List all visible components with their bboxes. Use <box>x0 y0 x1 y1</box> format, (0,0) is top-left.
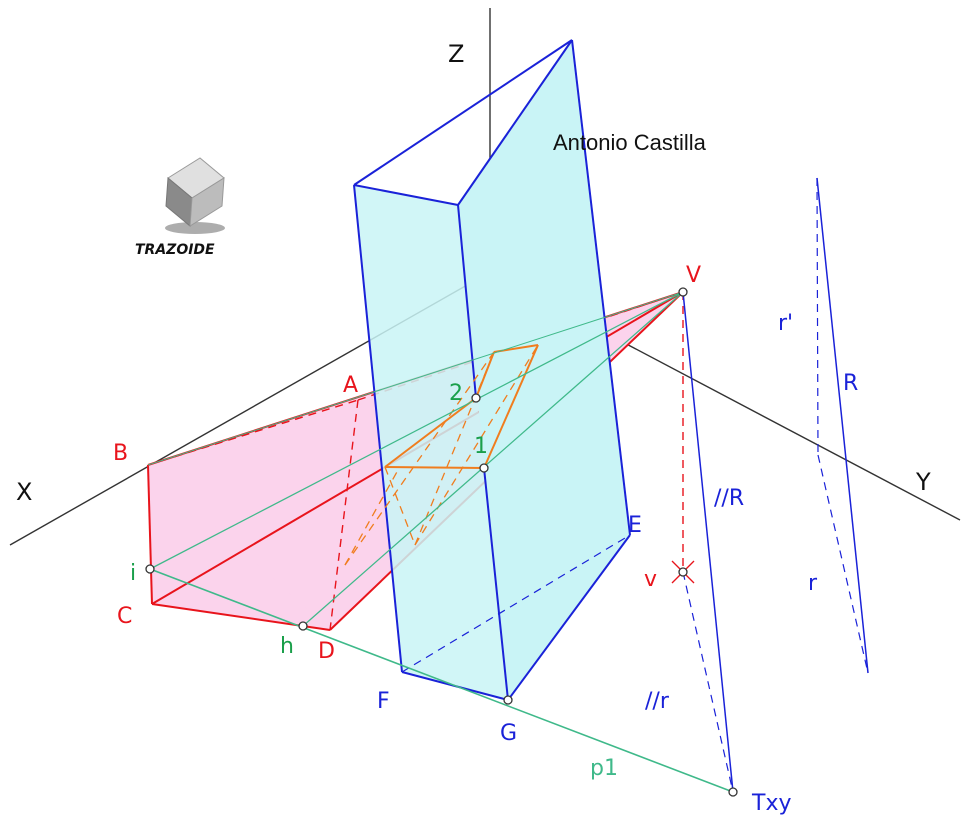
point-i <box>145 564 155 574</box>
label-c: C <box>117 604 132 629</box>
parallel-r <box>682 571 734 793</box>
logo-shadow <box>165 222 225 234</box>
label-par-r: //r <box>645 689 670 714</box>
section-hidden-4 <box>344 351 495 566</box>
section-polygon <box>344 344 539 566</box>
trazoide-logo: TRAZOIDE <box>135 157 225 258</box>
plane-top-edge-left <box>353 39 573 186</box>
label-i: i <box>130 561 136 586</box>
point-txy <box>728 787 738 797</box>
projection-lines <box>147 291 734 793</box>
plane-back-face <box>458 40 630 700</box>
point-1 <box>479 463 489 473</box>
section-hidden-3 <box>414 344 539 546</box>
label-txy: Txy <box>751 791 791 816</box>
line-i-txy <box>149 568 734 793</box>
label-f: F <box>377 689 390 714</box>
point-h <box>298 621 308 631</box>
section-hidden-2 <box>414 351 495 546</box>
label-r-prime: r' <box>778 311 793 336</box>
edge-bc <box>147 464 153 605</box>
label-par-R: //R <box>714 486 744 511</box>
section-edge-1 <box>384 466 485 469</box>
logo-cube-right <box>189 177 225 227</box>
label-2: 2 <box>449 381 463 406</box>
point-v <box>678 287 688 297</box>
plane-top-edge-right <box>457 39 573 206</box>
label-1: 1 <box>474 434 488 459</box>
label-d: D <box>318 639 335 664</box>
parallel-lines <box>682 291 734 793</box>
line-ab-v <box>147 291 684 466</box>
label-p1: p1 <box>590 756 618 781</box>
plane-left-vertical <box>353 184 403 673</box>
point-g <box>503 695 513 705</box>
plane-traces <box>816 177 869 674</box>
author-name: Antonio Castilla <box>553 130 707 155</box>
section-hidden-5 <box>344 469 399 566</box>
plane-front-vertical-bottom <box>483 467 509 701</box>
label-v: V <box>686 263 701 288</box>
label-v-lower: v <box>644 567 657 592</box>
v-projection <box>671 292 695 584</box>
label-g: G <box>500 721 517 746</box>
point-v-lower <box>678 567 688 577</box>
edge-ad-hidden <box>329 399 359 631</box>
plane-bottom-hidden <box>401 534 631 673</box>
plane-right-vertical <box>571 39 631 536</box>
label-e: E <box>628 513 642 538</box>
parallel-R <box>682 291 734 793</box>
trace-R <box>816 177 869 674</box>
label-r: r <box>808 571 818 596</box>
line-h-v <box>302 291 684 627</box>
plane-bottom-right <box>507 534 631 701</box>
label-h: h <box>280 634 294 659</box>
label-a: A <box>343 373 358 398</box>
line-i-v <box>149 291 684 570</box>
axis-label-y: Y <box>915 468 931 496</box>
label-R: R <box>843 371 858 396</box>
axis-label-x: X <box>16 478 32 506</box>
point-2 <box>471 393 481 403</box>
label-b: B <box>113 441 128 466</box>
section-edge-5 <box>483 344 539 469</box>
section-edge-2 <box>384 397 477 468</box>
plane-front-vertical-top <box>457 204 477 399</box>
axis-label-z: Z <box>448 40 464 68</box>
plane-top-edge-front <box>353 184 459 206</box>
edge-ab-hidden <box>147 399 359 466</box>
trace-r <box>817 454 869 674</box>
logo-text: TRAZOIDE <box>135 242 215 258</box>
points <box>145 287 738 797</box>
trace-r-prime <box>816 177 819 456</box>
